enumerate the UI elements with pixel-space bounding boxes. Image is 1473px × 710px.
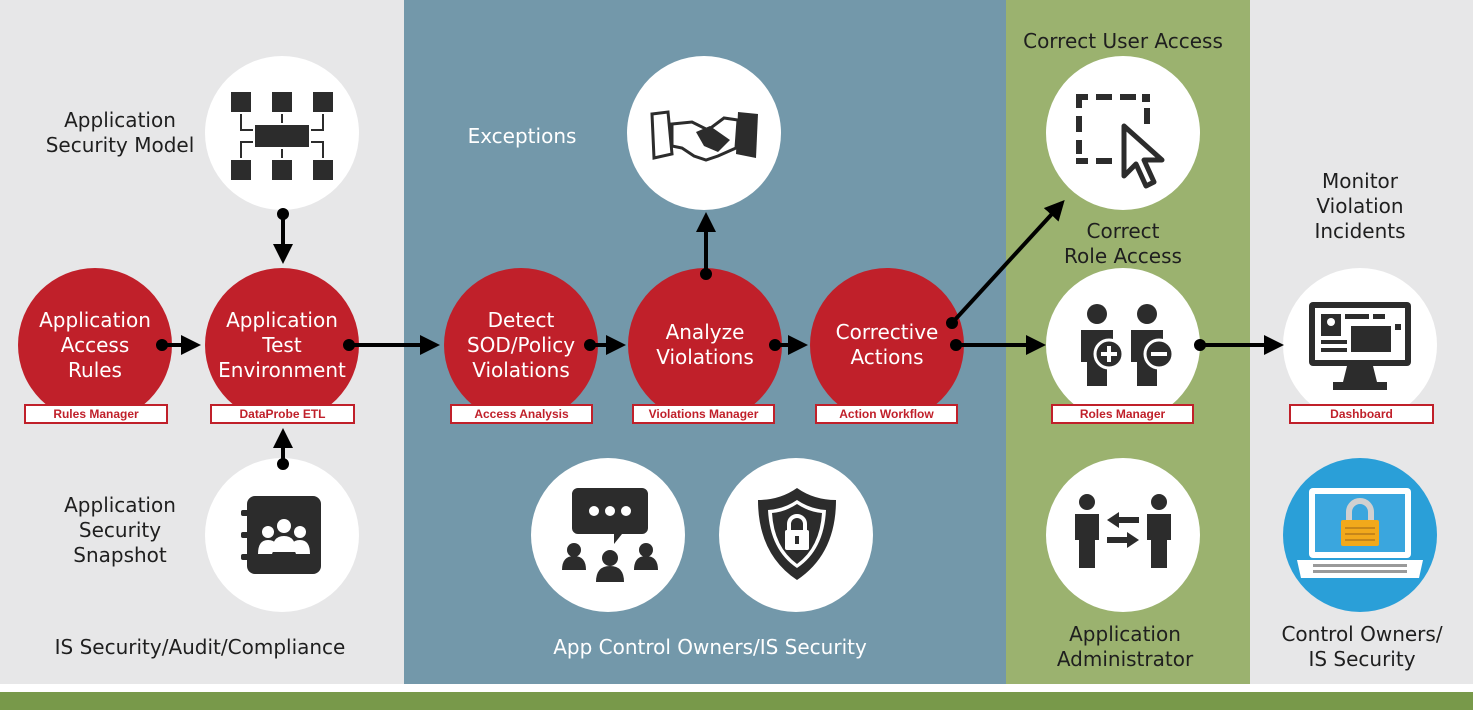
tag-violations-manager: Violations Manager [632,404,775,424]
step-corrective-actions: Corrective Actions [810,268,964,422]
label-snapshot: Application Security Snapshot [64,493,176,567]
tag-dataprobe-etl: DataProbe ETL [210,404,355,424]
step-detect-violations: Detect SOD/Policy Violations [444,268,598,422]
tag-access-analysis: Access Analysis [450,404,593,424]
step-access-rules: Application Access Rules [18,268,172,422]
user-exchange-icon [1075,494,1171,568]
chat-circle [531,458,685,612]
column-label-administrator: Application Administrator [1056,622,1194,671]
administrator-circle [1046,458,1200,612]
team-contacts-icon [241,496,321,574]
dashboard-monitor-icon [1309,302,1411,390]
divider [0,684,1473,692]
chat-users-icon [562,488,658,582]
label-exceptions: Exceptions [467,124,577,148]
label-security-model: Application Security Model [45,108,195,157]
tag-dashboard: Dashboard [1289,404,1434,424]
label-monitor: Monitor Violation Incidents [1314,169,1406,243]
tag-action-workflow: Action Workflow [815,404,958,424]
role-access-circle [1046,268,1200,422]
handshake-icon [650,110,758,162]
laptop-lock-icon [1297,488,1423,578]
column-label-security-audit: IS Security/Audit/Compliance [54,635,346,659]
add-remove-user-icon [1081,304,1175,386]
label-correct-user-access: Correct User Access [1023,29,1223,53]
tag-rules-manager: Rules Manager [24,404,168,424]
hierarchy-icon [231,92,333,180]
label-correct-role-access: Correct Role Access [1064,219,1182,268]
step-analyze-violations: Analyze Violations [628,268,782,422]
tag-roles-manager: Roles Manager [1051,404,1194,424]
column-label-control-owners: Control Owners/ IS Security [1281,622,1443,671]
step-test-environment: Application Test Environment [205,268,359,422]
column-label-app-control: App Control Owners/IS Security [553,635,867,659]
footer-bar [0,692,1473,710]
selection-cursor-icon [1076,94,1165,189]
shield-lock-icon [758,488,836,580]
